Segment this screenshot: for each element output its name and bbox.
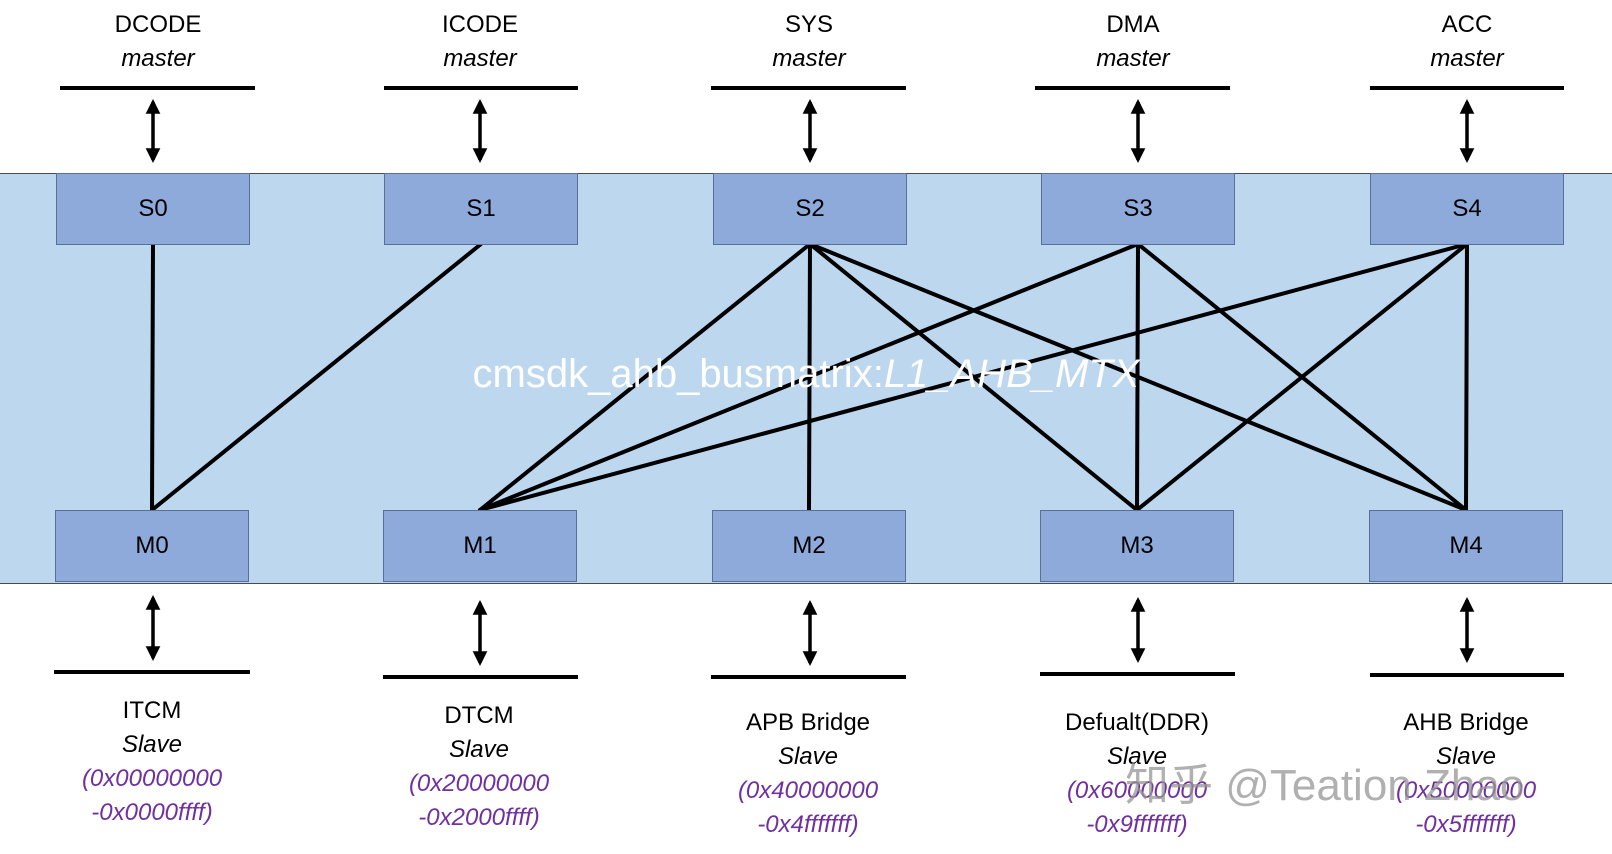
slave-role: Slave	[1106, 743, 1168, 770]
master-port-m4: M4	[1369, 510, 1563, 582]
master-role: master	[121, 45, 195, 72]
slave-name: DTCM	[444, 702, 514, 729]
port-label: S3	[1123, 195, 1153, 222]
slave-label-apb-bridge: APB Bridge Slave (0x40000000 -0x4fffffff…	[658, 706, 958, 842]
master-name: ICODE	[441, 11, 518, 38]
port-label: S0	[138, 195, 168, 222]
slave-label-ddr: Defualt(DDR) Slave (0x60000000 -0x9fffff…	[987, 706, 1287, 842]
master-role: master	[443, 45, 517, 72]
slave-address-end: -0x2000ffff)	[418, 804, 540, 831]
slave-address-end: -0x4fffffff)	[757, 811, 859, 838]
port-label: M2	[792, 532, 826, 559]
slave-address-start: (0x00000000	[81, 765, 223, 792]
master-name: DCODE	[114, 11, 202, 38]
watermark: 知乎 @Teation Zhao	[1125, 761, 1525, 810]
port-label: S1	[466, 195, 496, 222]
slave-address-end: -0x5fffffff)	[1415, 811, 1517, 838]
slave-role: Slave	[1435, 743, 1497, 770]
master-label-icode: ICODE master	[350, 8, 610, 76]
port-label: M3	[1120, 532, 1154, 559]
master-role: master	[1096, 45, 1170, 72]
master-port-m1: M1	[383, 510, 577, 582]
slave-port-s2: S2	[713, 173, 907, 245]
port-label: S2	[795, 195, 825, 222]
slave-label-ahb-bridge: AHB Bridge Slave (0x50000000 -0x5fffffff…	[1316, 706, 1612, 842]
slave-address-start: (0x60000000	[1066, 777, 1208, 804]
master-port-m3: M3	[1040, 510, 1234, 582]
slave-address-end: -0x0000ffff)	[91, 799, 213, 826]
slave-address-start: (0x20000000	[408, 770, 550, 797]
slave-role: Slave	[448, 736, 510, 763]
master-role: master	[1430, 45, 1504, 72]
master-port-m2: M2	[712, 510, 906, 582]
slave-name: Defualt(DDR)	[1064, 709, 1210, 736]
slave-address-start: (0x40000000	[737, 777, 879, 804]
master-label-dma: DMA master	[1003, 8, 1263, 76]
port-label: M4	[1449, 532, 1483, 559]
master-name: DMA	[1106, 11, 1160, 38]
master-role: master	[772, 45, 846, 72]
slave-port-s0: S0	[56, 173, 250, 245]
port-label: M1	[463, 532, 497, 559]
master-label-sys: SYS master	[679, 8, 939, 76]
master-port-m0: M0	[55, 510, 249, 582]
slave-address-start: (0x50000000	[1395, 777, 1537, 804]
slave-role: Slave	[121, 731, 183, 758]
slave-label-itcm: ITCM Slave (0x00000000 -0x0000ffff)	[2, 694, 302, 830]
slave-role: Slave	[777, 743, 839, 770]
slave-port-s4: S4	[1370, 173, 1564, 245]
port-label: M0	[135, 532, 169, 559]
slave-port-s1: S1	[384, 173, 578, 245]
master-label-dcode: DCODE master	[28, 8, 288, 76]
master-name: SYS	[784, 11, 834, 38]
slave-address-end: -0x9fffffff)	[1086, 811, 1188, 838]
slave-port-s3: S3	[1041, 173, 1235, 245]
slave-label-dtcm: DTCM Slave (0x20000000 -0x2000ffff)	[329, 699, 629, 835]
port-label: S4	[1452, 195, 1482, 222]
slave-name: AHB Bridge	[1403, 709, 1529, 736]
master-label-acc: ACC master	[1337, 8, 1597, 76]
master-name: ACC	[1441, 11, 1493, 38]
slave-name: APB Bridge	[745, 709, 871, 736]
slave-name: ITCM	[122, 697, 182, 724]
